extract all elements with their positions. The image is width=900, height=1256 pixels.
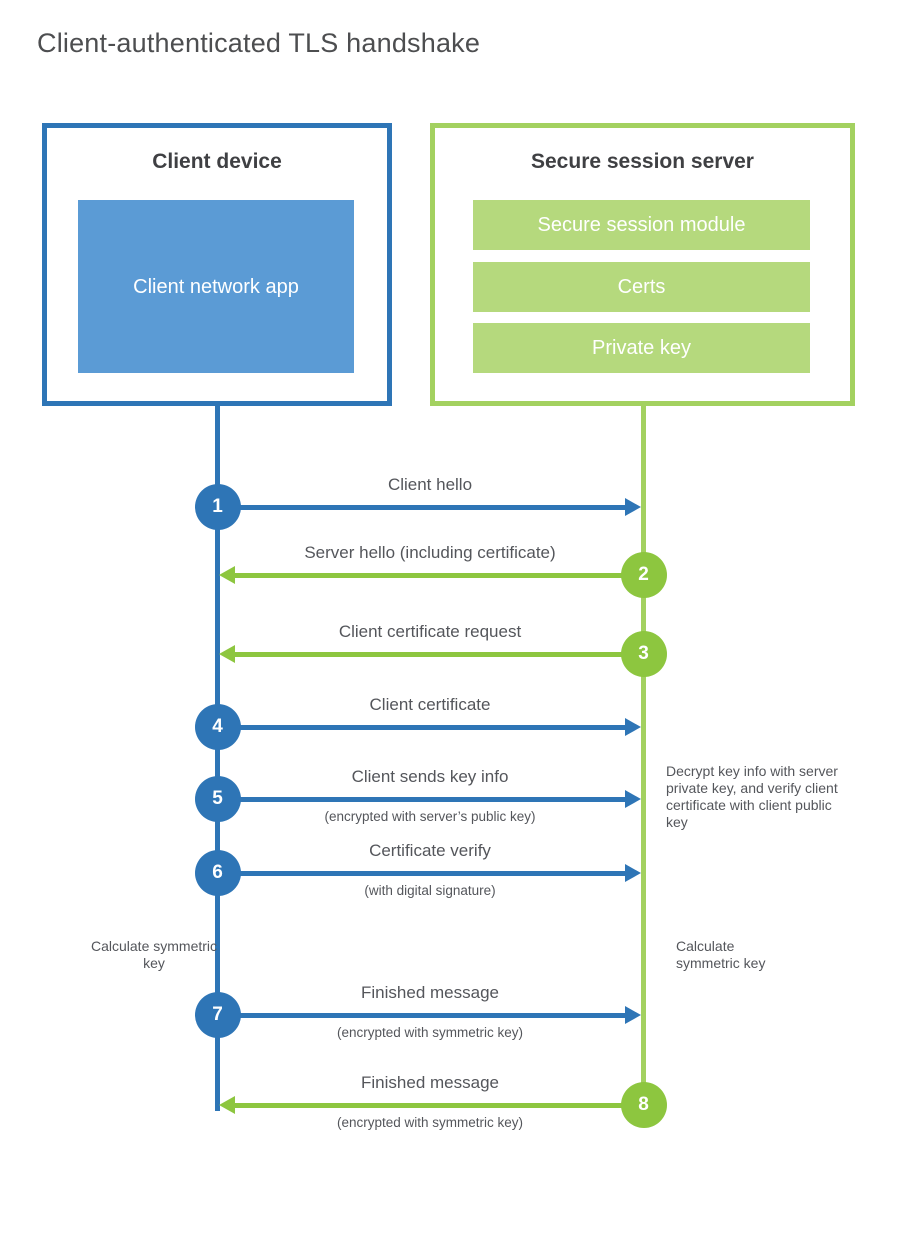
step-number-circle: 4 [194,704,241,750]
client-lifeline [215,405,220,1111]
arrowhead-icon [625,718,641,736]
step-number-circle: 7 [194,992,241,1038]
arrowhead-icon [219,1096,235,1114]
server-module: Certs [473,262,810,312]
message-arrow-line [217,505,626,510]
message-arrow-line [234,1103,643,1108]
arrowhead-icon [219,645,235,663]
page-title: Client-authenticated TLS handshake [37,28,481,58]
step-number-circle: 1 [194,484,241,530]
calculate-symmetric-key-note-client: Calculate symmetric key [90,938,218,971]
step-label: Certificate verify [369,841,491,860]
step-number-circle: 6 [194,850,241,896]
decrypt-note: Decrypt key info with server private key… [666,763,838,830]
arrowhead-icon [219,566,235,584]
message-arrow-line [234,652,643,657]
message-arrow-line [217,725,626,730]
arrowhead-icon [625,790,641,808]
step-label: Client certificate request [338,622,522,641]
message-arrow-line [234,573,643,578]
client-network-app-label: Client network app [133,275,299,298]
step-number-circle: 8 [620,1082,667,1128]
step-sublabel: (with digital signature) [364,883,496,898]
step-label: Server hello (including certificate) [304,543,556,562]
step-label: Finished message [361,1073,499,1092]
server-lifeline [641,405,646,1106]
step-number-circle: 2 [620,552,667,598]
message-arrow-line [217,797,626,802]
step-label: Finished message [361,983,499,1002]
secure-session-server-title: Secure session server [531,150,754,173]
server-module: Secure session module [473,200,810,250]
step-label: Client sends key info [351,767,509,786]
step-sublabel: (encrypted with server’s public key) [324,809,536,824]
arrowhead-icon [625,864,641,882]
server-module: Private key [473,323,810,373]
client-network-app-block: Client network app [78,200,354,373]
step-number-circle: 3 [620,631,667,677]
message-arrow-line [217,871,626,876]
calculate-symmetric-key-note-server: Calculate symmetric key [676,938,766,971]
step-label: Client certificate [369,695,491,714]
step-number-circle: 5 [194,776,241,822]
message-arrow-line [217,1013,626,1018]
client-device-title: Client device [152,150,282,173]
step-label: Client hello [387,475,473,494]
step-sublabel: (encrypted with symmetric key) [336,1115,524,1130]
arrowhead-icon [625,1006,641,1024]
arrowhead-icon [625,498,641,516]
step-sublabel: (encrypted with symmetric key) [336,1025,524,1040]
